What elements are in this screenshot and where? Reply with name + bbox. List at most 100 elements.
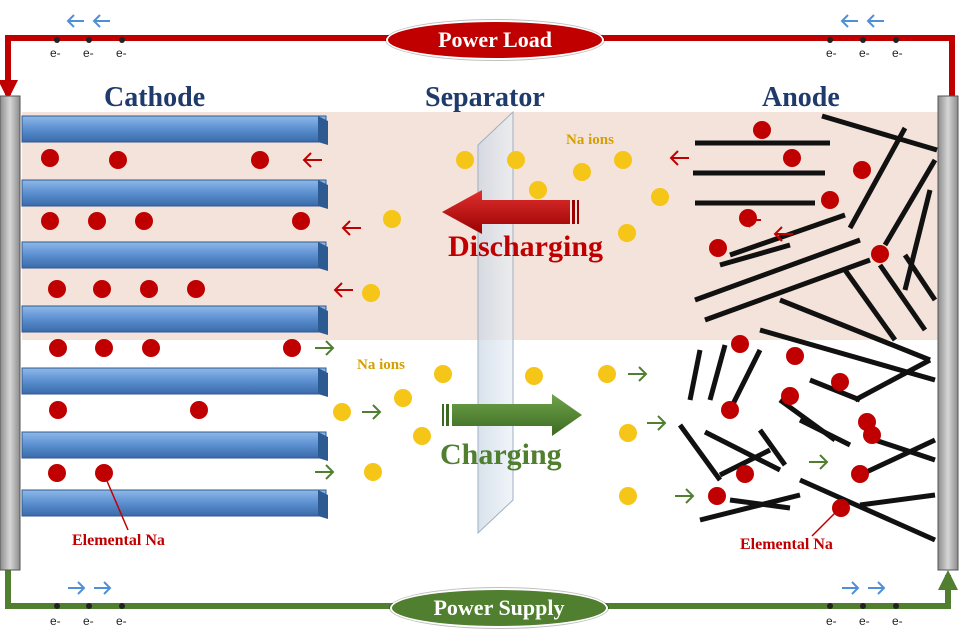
electron-label: e-	[83, 46, 94, 60]
na-ions-top-label: Na ions	[566, 132, 614, 148]
electron-dot	[86, 603, 92, 609]
na-atom	[109, 151, 127, 169]
anode-label: Anode	[762, 82, 840, 113]
na-ion	[598, 365, 616, 383]
na-atom	[821, 191, 839, 209]
arrow-head	[840, 14, 849, 28]
electron-dot	[860, 603, 866, 609]
na-atom	[48, 464, 66, 482]
bottom-wire-arrowhead	[938, 570, 958, 590]
arrow-head	[685, 488, 695, 504]
anode-layer	[677, 423, 723, 482]
na-atom	[292, 212, 310, 230]
anode-layer	[874, 437, 936, 463]
na-ions-bottom-label: Na ions	[357, 357, 405, 373]
anode-layer	[699, 492, 801, 523]
na-ion	[619, 424, 637, 442]
anode-layer	[858, 437, 937, 478]
arrow-head	[657, 415, 667, 431]
electron-label: e-	[892, 614, 903, 628]
arrow-head	[103, 581, 112, 595]
top-wire-arrowhead	[0, 80, 18, 100]
na-ion	[413, 427, 431, 445]
cathode-plate	[21, 179, 327, 207]
na-ion	[364, 463, 382, 481]
arrow-head	[866, 14, 875, 28]
power-load-label: Power Load	[438, 27, 552, 52]
electron-label: e-	[116, 614, 127, 628]
electron-dot	[827, 603, 833, 609]
arrow-icon	[809, 454, 829, 470]
arrow-head	[372, 404, 382, 420]
arrow-icon	[628, 366, 648, 382]
anode-layers	[677, 113, 938, 543]
power-supply-label: Power Supply	[433, 595, 565, 620]
na-ion	[394, 389, 412, 407]
na-atom	[142, 339, 160, 357]
electron-flow-arrows	[54, 14, 899, 609]
cathode-plate-edge	[318, 432, 328, 461]
anode-layer	[853, 357, 932, 403]
anode-layer	[877, 263, 928, 332]
anode-layer	[779, 297, 931, 363]
arrow-icon	[315, 340, 335, 356]
anode-layer	[719, 242, 791, 268]
na-atom	[783, 149, 801, 167]
na-ion	[383, 210, 401, 228]
electron-arrow-icon	[66, 14, 84, 28]
na-atom	[283, 339, 301, 357]
na-atom	[786, 347, 804, 365]
anode-layer	[694, 237, 861, 303]
electron-arrow-icon	[842, 581, 860, 595]
na-ion	[456, 151, 474, 169]
separator-label: Separator	[425, 82, 545, 113]
anode-layer	[821, 113, 938, 153]
electron-arrow-icon	[68, 581, 86, 595]
na-ion	[507, 151, 525, 169]
na-atom	[721, 401, 739, 419]
arrow-head	[877, 581, 886, 595]
anode-layer	[847, 126, 908, 230]
na-ion	[619, 487, 637, 505]
anode-layer	[882, 158, 938, 247]
na-atom	[95, 464, 113, 482]
cathode-plate-edge	[318, 306, 328, 335]
na-ion	[529, 181, 547, 199]
anode-layer	[718, 447, 772, 478]
arrow-icon	[647, 415, 667, 431]
electron-dot	[893, 603, 899, 609]
cathode-plate	[21, 241, 327, 269]
na-atom	[49, 401, 67, 419]
na-atom	[753, 121, 771, 139]
anode-layer	[727, 348, 763, 412]
arrow-head	[341, 220, 351, 236]
elemental-na-right-label: Elemental Na	[740, 536, 833, 553]
arrow-head	[66, 14, 75, 28]
electron-arrow-icon	[94, 581, 112, 595]
anode-layer	[707, 344, 728, 401]
electron-arrow-icon	[866, 14, 884, 28]
na-atom	[41, 212, 59, 230]
power-load-badge: Power Load	[386, 20, 604, 60]
cathode-plate	[21, 115, 327, 143]
cathode-plate-edge	[318, 242, 328, 271]
anode-layer	[729, 497, 791, 511]
electron-label: e-	[859, 614, 870, 628]
electron-dot	[54, 37, 60, 43]
cathode-plate-edge	[318, 368, 328, 397]
na-ions	[333, 151, 669, 505]
na-ion	[651, 188, 669, 206]
electron-label: e-	[50, 614, 61, 628]
charge-arrow-icon	[442, 394, 582, 436]
electron-label: e-	[50, 46, 61, 60]
anode-layer	[902, 253, 938, 302]
anode-layer	[902, 189, 933, 291]
electron-dot	[119, 603, 125, 609]
na-atom	[708, 487, 726, 505]
cathode-plate-edge	[318, 490, 328, 519]
arrow-head	[819, 454, 829, 470]
anode-layer	[703, 429, 782, 473]
arrow-head	[851, 581, 860, 595]
electron-dot	[54, 603, 60, 609]
